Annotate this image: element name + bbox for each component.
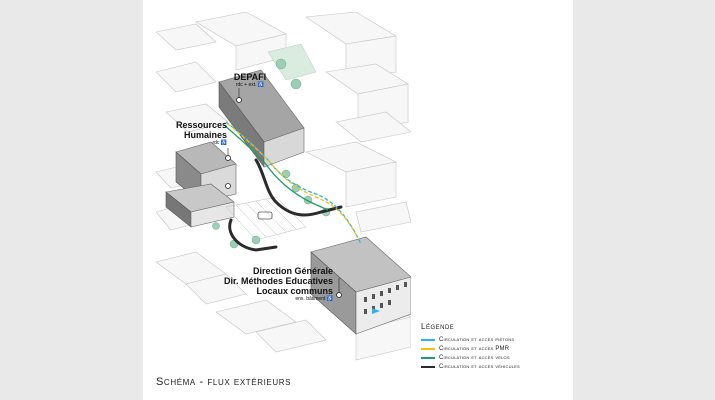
legend-swatch-pmr — [421, 347, 435, 350]
legend-title: Légende — [421, 322, 455, 331]
dg-label: Direction Générale Dir. Méthodes Educati… — [173, 266, 333, 302]
direction-generale-building — [310, 236, 411, 335]
low-building — [165, 183, 235, 228]
rh-title-line1: Ressources — [175, 120, 227, 130]
legend: Légende Circulation et accès piétons Cir… — [421, 322, 571, 371]
entry-markers — [225, 97, 342, 298]
legend-swatch-pedestrian — [421, 338, 435, 341]
legend-label-pedestrian: Circulation et accès piétons — [439, 336, 515, 343]
legend-swatch-bike — [421, 356, 435, 359]
depafi-title: DEPAFI — [233, 72, 267, 82]
dg-line3: Locaux communs — [256, 286, 333, 296]
dg-line2: Dir. Méthodes Educatives — [223, 276, 333, 286]
courtyard-garden — [267, 43, 317, 81]
legend-label-vehicle: Circulation et accès véhicules — [439, 363, 520, 370]
diagram-caption: Schéma - flux extérieurs — [156, 376, 292, 388]
pmr-path — [227, 123, 359, 239]
surrounding-buildings — [156, 12, 411, 361]
rh-title-line2: Humaines — [183, 130, 227, 140]
entrance-arrow-icon — [372, 308, 380, 314]
bike-path — [223, 124, 329, 211]
car-park — [225, 196, 307, 241]
car-icon — [257, 211, 273, 220]
depafi-sub: rdc + ext. ♿ — [235, 82, 265, 88]
legend-item-vehicle: Circulation et accès véhicules — [421, 362, 571, 371]
dg-sub: ens. bâtiment ♿ — [295, 296, 333, 302]
rh-sub: rdc ♿ — [212, 140, 227, 146]
legend-item-pedestrian: Circulation et accès piétons — [421, 335, 571, 344]
rh-label: Ressources Humaines rdc ♿ — [163, 120, 227, 146]
legend-swatch-vehicle — [421, 365, 435, 368]
legend-item-bike: Circulation et accès vélos — [421, 353, 571, 362]
dg-line1: Direction Générale — [252, 266, 333, 276]
isometric-site-plan — [156, 12, 411, 361]
plan-sheet: DEPAFI rdc + ext. ♿ Ressources Humaines … — [143, 0, 573, 400]
legend-label-pmr: Circulation et accès PMR — [439, 345, 510, 352]
legend-label-bike: Circulation et accès vélos — [439, 354, 510, 361]
depafi-label: DEPAFI rdc + ext. ♿ — [221, 72, 279, 88]
vehicle-path — [228, 158, 343, 252]
legend-item-pmr: Circulation et accès PMR — [421, 344, 571, 353]
